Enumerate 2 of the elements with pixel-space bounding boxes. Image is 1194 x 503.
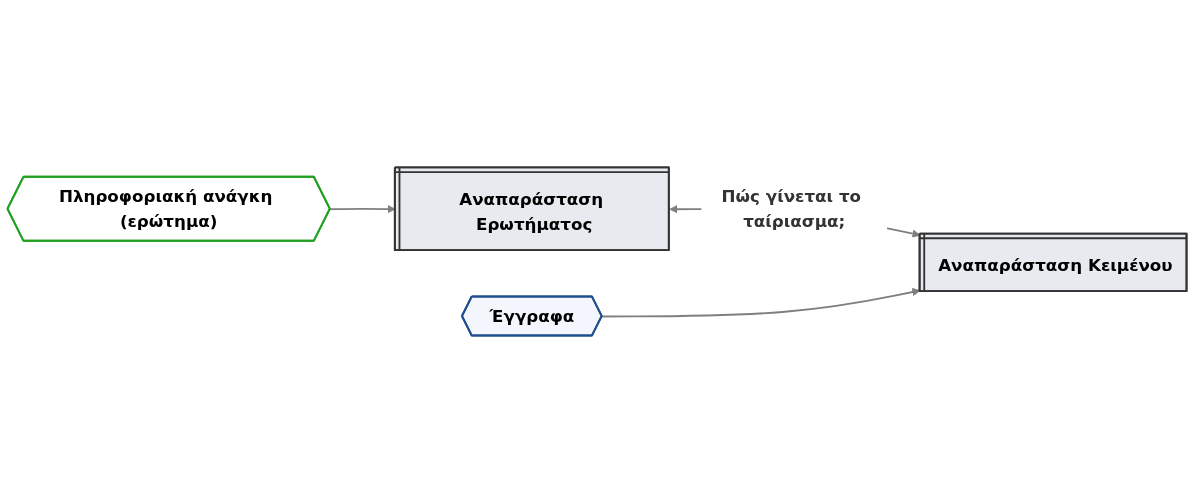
arrow (601, 288, 921, 318)
edge-label: Πώς γίνεται το ταίριασμα; (721, 186, 862, 232)
